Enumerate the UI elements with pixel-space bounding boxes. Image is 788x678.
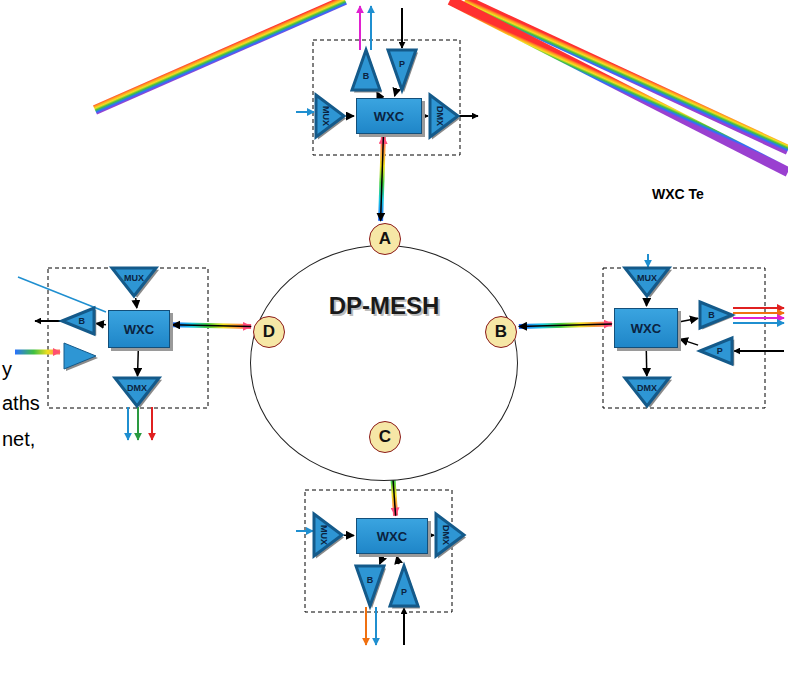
fiber-link — [395, 92, 396, 96]
fiber-link — [344, 534, 354, 536]
amplifier-triangle: B — [356, 566, 384, 606]
node-label: WXC — [631, 321, 661, 336]
node-label: DMX — [127, 383, 147, 393]
wxc-block: WXC — [356, 98, 422, 134]
network-label: DP-MESH — [251, 292, 517, 320]
mux-triangle: MUX — [314, 514, 342, 556]
node-label: DMX — [637, 383, 657, 393]
mesh-node: B — [485, 316, 517, 348]
triangle-shape — [62, 308, 94, 334]
amplifier-triangle: P — [700, 338, 732, 364]
mesh-node: D — [253, 316, 285, 348]
node-label: WXC — [374, 109, 404, 124]
cut-off-text: y — [2, 358, 12, 381]
node-label: B — [363, 71, 370, 81]
node-label: DMX — [435, 106, 445, 126]
node-label: MUX — [637, 273, 657, 283]
fiber-link — [346, 115, 354, 117]
triangle-shape — [700, 338, 732, 364]
wavelength-path — [172, 325, 251, 327]
node-label: MUX — [124, 273, 144, 283]
mux-triangle: MUX — [625, 268, 669, 296]
node-label: A — [379, 229, 391, 249]
terminal-caption: WXC Te — [652, 186, 704, 202]
dmx-triangle: DMX — [625, 378, 669, 406]
node-label: P — [399, 59, 405, 69]
mux-triangle: MUX — [112, 268, 156, 296]
channel-arrows — [15, 6, 784, 645]
node-label: WXC — [377, 529, 407, 544]
triangle-shape — [356, 566, 384, 606]
fiber-link — [137, 350, 139, 376]
wxc-block: WXC — [356, 518, 428, 554]
wavelength-path — [381, 136, 384, 221]
node-label: B — [367, 575, 374, 585]
cut-off-text: net, — [2, 428, 35, 451]
wxc-block: WXC — [614, 308, 678, 348]
mux-triangle: MUX — [316, 95, 344, 137]
node-label: B — [79, 316, 86, 326]
dmx-triangle: DMX — [430, 95, 458, 137]
node-label: B — [495, 322, 507, 342]
cut-off-text: aths — [2, 392, 40, 415]
fiber-link — [519, 324, 612, 327]
amplifier-triangle: P — [388, 50, 416, 90]
fiber-link — [377, 92, 379, 96]
fiber-link — [646, 298, 648, 306]
amplifier-triangle: P — [390, 566, 418, 606]
fiber-link — [397, 556, 399, 564]
fiber-link — [680, 339, 698, 345]
mesh-node: A — [369, 223, 401, 255]
triangle-shape — [700, 302, 732, 328]
triangle-shape — [388, 50, 416, 90]
fiber-link — [424, 115, 428, 117]
wxc-block: WXC — [108, 310, 170, 348]
fiber-link — [172, 325, 251, 327]
fiber-link — [646, 350, 648, 376]
node-label: B — [708, 310, 715, 320]
fiber-link — [430, 535, 434, 537]
fiber-link — [380, 556, 384, 564]
amplifier-triangle: B — [62, 308, 94, 334]
fiber-bands — [95, 0, 788, 172]
fiber-link — [381, 136, 384, 221]
dmx-triangle: DMX — [436, 514, 464, 556]
terminal-outlines — [48, 40, 765, 612]
node-label: WXC — [124, 322, 154, 337]
fiber-link — [136, 298, 137, 308]
mesh-node: C — [369, 421, 401, 453]
node-label: C — [379, 427, 391, 447]
amplifier-triangle: B — [352, 50, 380, 90]
triangle-shape — [352, 50, 380, 90]
fiber-link — [680, 318, 698, 321]
node-label: MUX — [321, 106, 331, 126]
node-label: D — [263, 322, 275, 342]
mesh-ellipse: DP-MESHADBC — [250, 245, 518, 481]
triangle-shape — [390, 566, 418, 606]
node-label: MUX — [319, 525, 329, 545]
unlabelled-amplifier — [64, 343, 98, 371]
fiber-link — [96, 323, 106, 324]
wavelength-path — [519, 324, 612, 327]
node-label: DMX — [441, 525, 451, 545]
amplifier-triangle: B — [700, 302, 732, 328]
dmx-triangle: DMX — [115, 378, 159, 406]
node-label: P — [717, 346, 723, 356]
node-label: P — [401, 587, 407, 597]
